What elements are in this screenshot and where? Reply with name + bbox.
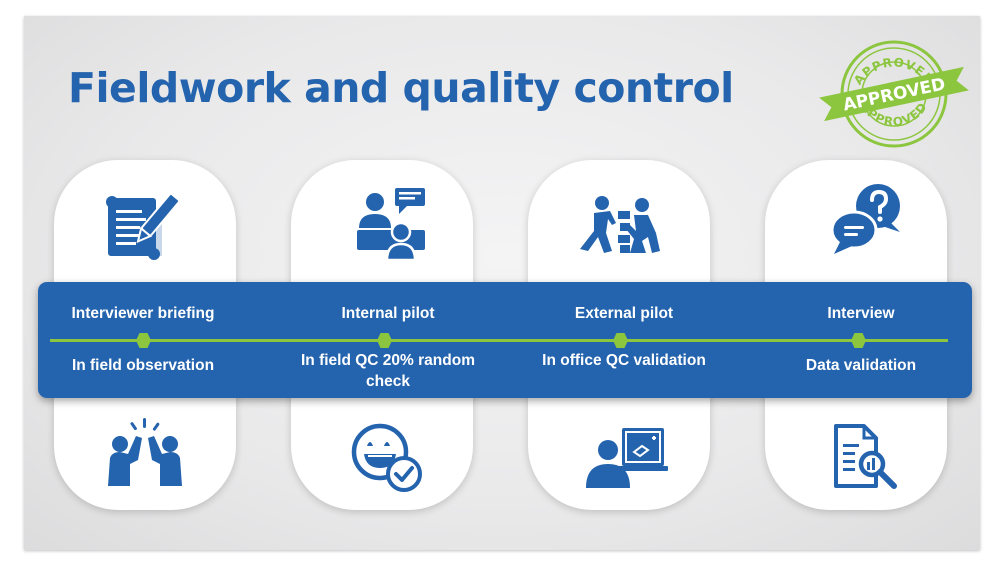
timeline-node-3: [613, 333, 628, 348]
step-label-bottom-1: In field observation: [71, 357, 215, 374]
timeline-node-2: [377, 333, 392, 348]
timeline-node-4: [851, 333, 866, 348]
step-label-top-2: Internal pilot: [341, 305, 435, 322]
chat-question-icon: [830, 184, 900, 254]
approved-stamp: APPROVED APPROVED APPROVED: [819, 40, 969, 148]
step-label-top-4: Interview: [827, 305, 895, 322]
document-writing-icon: [106, 192, 180, 260]
step-label-top-1: Interviewer briefing: [71, 305, 215, 322]
team-building-icon: [580, 196, 660, 253]
step-label-bottom-2: In field QC 20% random check: [301, 352, 475, 390]
timeline-node-1: [136, 333, 151, 348]
high-five-icon: [108, 418, 182, 486]
timeline-line: [50, 339, 948, 342]
interview-desk-icon: [357, 188, 425, 260]
smiley-check-icon: [351, 423, 422, 492]
document-search-icon: [834, 424, 897, 489]
step-label-bottom-4: Data validation: [805, 357, 917, 374]
page-title: Fieldwork and quality control: [68, 64, 734, 112]
step-label-bottom-3: In office QC validation: [542, 352, 706, 369]
computer-worker-icon: [586, 428, 668, 488]
step-label-top-3: External pilot: [574, 305, 674, 322]
